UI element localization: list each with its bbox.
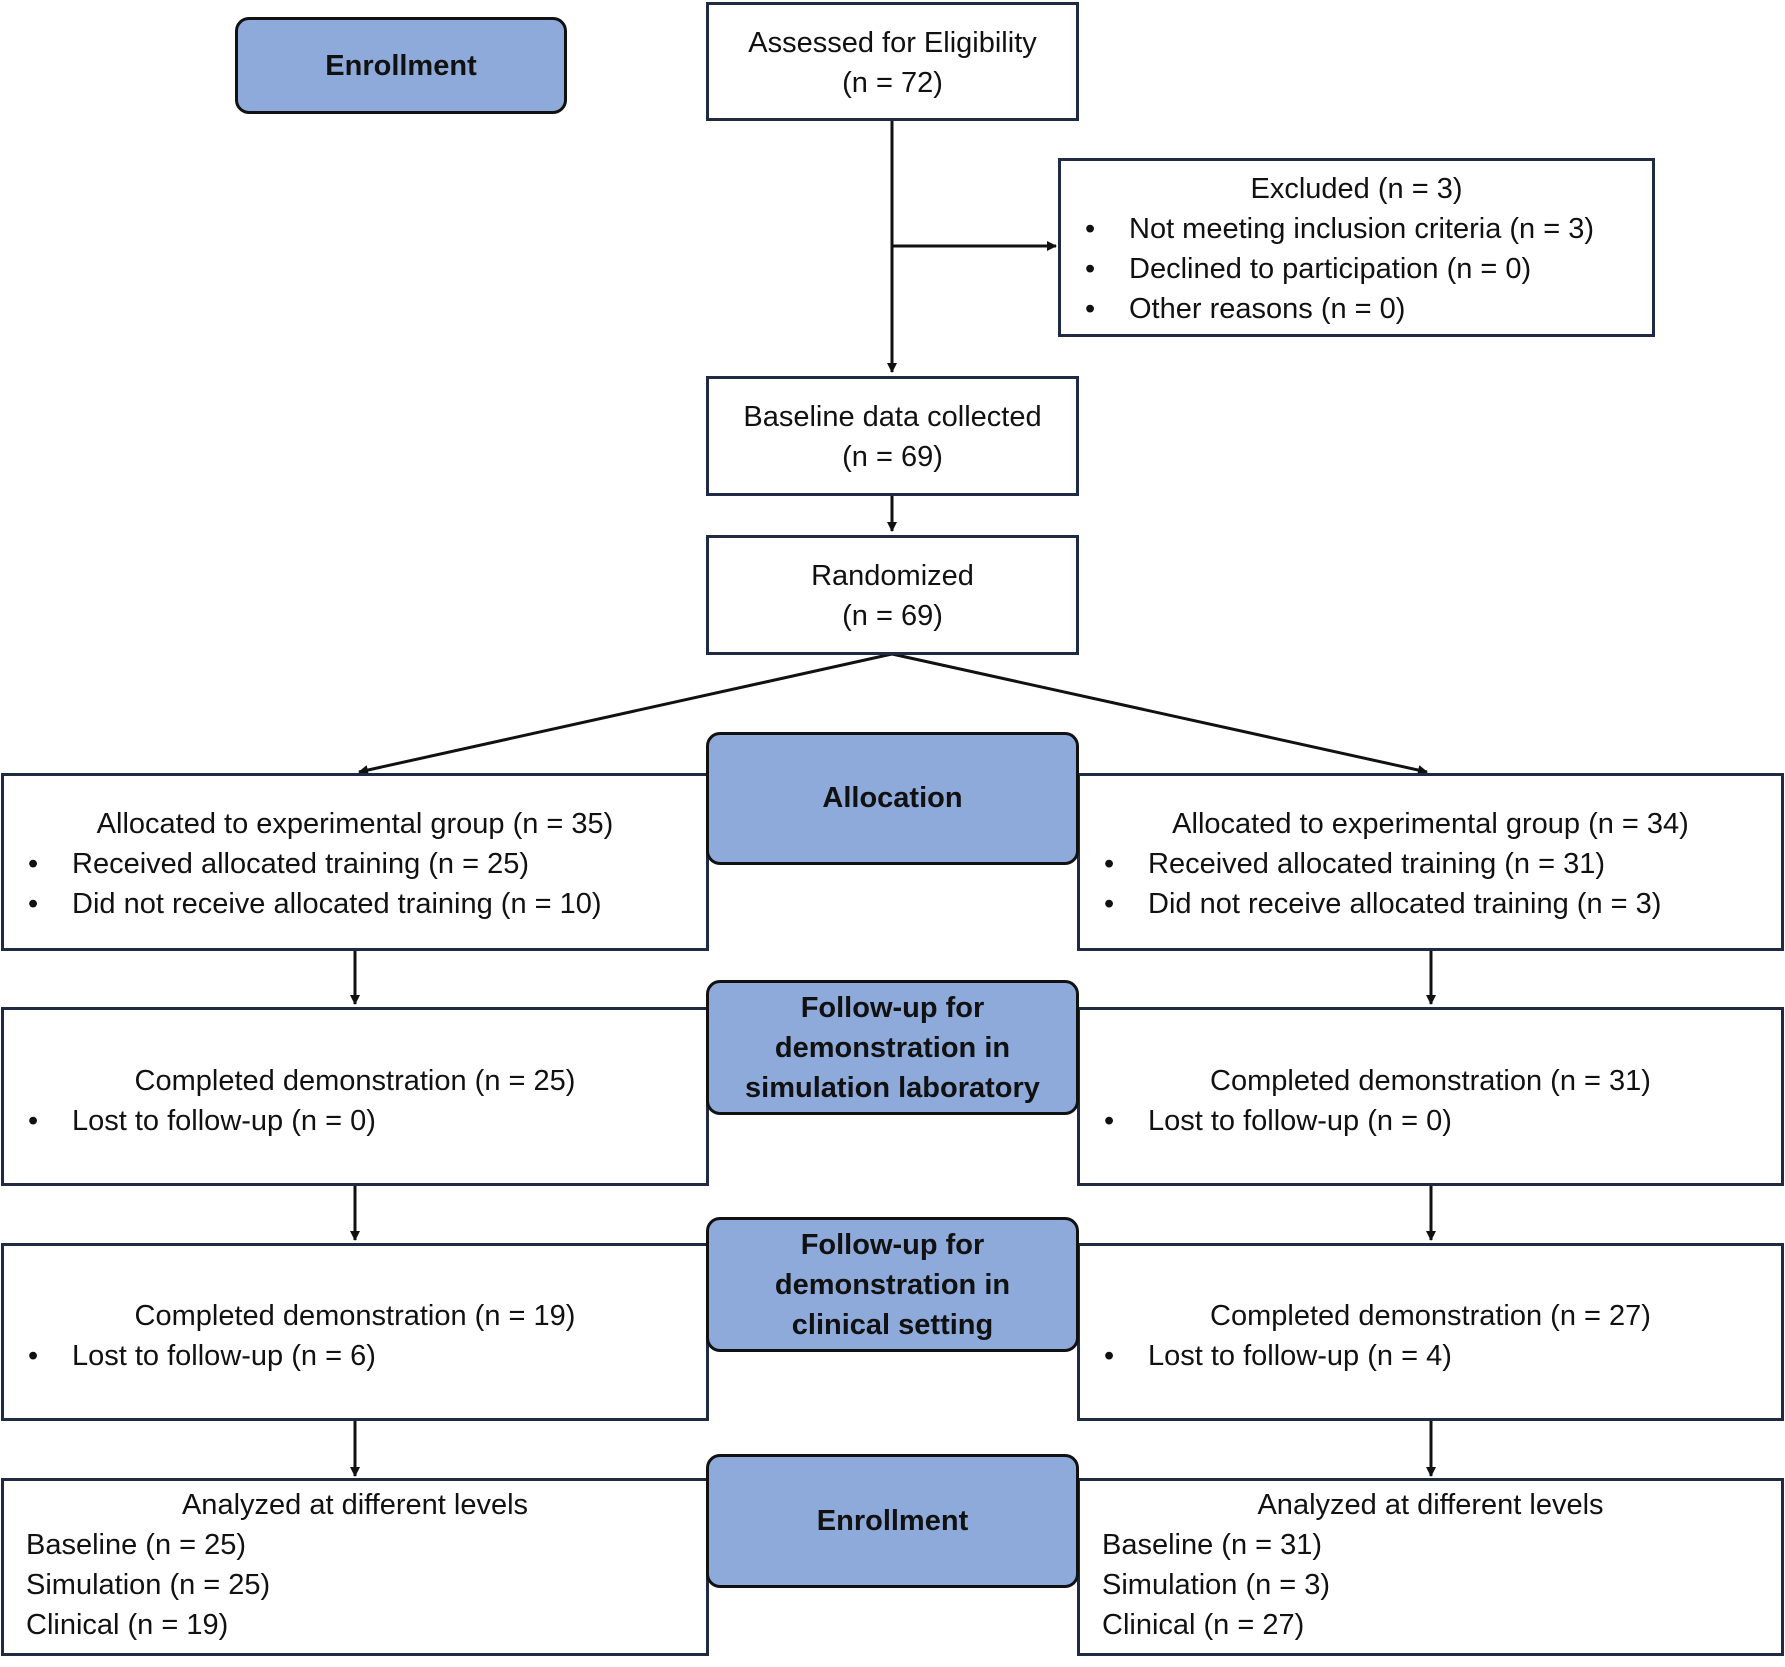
left-allocation-item: Received allocated training (n = 25) bbox=[4, 844, 706, 884]
left-followup-sim-list: Lost to follow-up (n = 0) bbox=[4, 1101, 706, 1141]
left-followup-sim-box: Completed demonstration (n = 25) Lost to… bbox=[1, 1007, 709, 1186]
stage-enrollment-top: Enrollment bbox=[235, 17, 567, 114]
left-allocation-item: Did not receive allocated training (n = … bbox=[4, 884, 706, 924]
left-allocation-title: Allocated to experimental group (n = 35) bbox=[96, 808, 614, 840]
left-analysis-title: Analyzed at different levels bbox=[181, 1489, 529, 1521]
left-followup-clinical-box: Completed demonstration (n = 19) Lost to… bbox=[1, 1243, 709, 1421]
right-analysis-line: Baseline (n = 31) bbox=[1102, 1529, 1323, 1561]
stage-enrollment-top-label: Enrollment bbox=[325, 49, 477, 82]
excluded-item: Other reasons (n = 0) bbox=[1061, 289, 1652, 329]
right-followup-sim-item: Lost to follow-up (n = 0) bbox=[1080, 1101, 1781, 1141]
left-followup-clinical-item: Lost to follow-up (n = 6) bbox=[4, 1336, 706, 1376]
left-analysis-line: Baseline (n = 25) bbox=[26, 1529, 247, 1561]
right-followup-clinical-list: Lost to follow-up (n = 4) bbox=[1080, 1336, 1781, 1376]
randomized-count: (n = 69) bbox=[842, 600, 943, 632]
randomized-box: Randomized (n = 69) bbox=[706, 535, 1079, 655]
stage-followup-simulation-line: Follow-up for bbox=[800, 991, 985, 1024]
right-analysis-line: Clinical (n = 27) bbox=[1102, 1609, 1305, 1641]
left-allocation-list: Received allocated training (n = 25) Did… bbox=[4, 844, 706, 924]
left-analysis-line: Simulation (n = 25) bbox=[26, 1569, 271, 1601]
assessed-box: Assessed for Eligibility (n = 72) bbox=[706, 2, 1079, 121]
left-analysis-box: Analyzed at different levels Baseline (n… bbox=[1, 1478, 709, 1656]
left-followup-clinical-title: Completed demonstration (n = 19) bbox=[134, 1300, 576, 1332]
left-analysis-line: Clinical (n = 19) bbox=[26, 1609, 229, 1641]
stage-followup-clinical-line: clinical setting bbox=[791, 1308, 994, 1341]
stage-followup-clinical: Follow-up for demonstration in clinical … bbox=[706, 1217, 1079, 1352]
excluded-item: Not meeting inclusion criteria (n = 3) bbox=[1061, 209, 1652, 249]
right-allocation-list: Received allocated training (n = 31) Did… bbox=[1080, 844, 1781, 924]
assessed-title: Assessed for Eligibility bbox=[748, 27, 1037, 59]
right-followup-clinical-title: Completed demonstration (n = 27) bbox=[1210, 1300, 1651, 1332]
stage-followup-clinical-line: demonstration in bbox=[774, 1268, 1011, 1301]
right-followup-sim-list: Lost to follow-up (n = 0) bbox=[1080, 1101, 1781, 1141]
assessed-count: (n = 72) bbox=[842, 67, 943, 99]
right-allocation-item: Received allocated training (n = 31) bbox=[1080, 844, 1781, 884]
right-followup-sim-title: Completed demonstration (n = 31) bbox=[1210, 1065, 1651, 1097]
excluded-title: Excluded (n = 3) bbox=[1250, 173, 1463, 205]
left-followup-clinical-list: Lost to follow-up (n = 6) bbox=[4, 1336, 706, 1376]
baseline-count: (n = 69) bbox=[842, 441, 943, 473]
left-followup-sim-title: Completed demonstration (n = 25) bbox=[134, 1065, 576, 1097]
arrow-randomized-to-left bbox=[358, 652, 893, 775]
left-followup-sim-item: Lost to follow-up (n = 0) bbox=[4, 1101, 706, 1141]
excluded-item: Declined to participation (n = 0) bbox=[1061, 249, 1652, 289]
baseline-title: Baseline data collected bbox=[743, 401, 1042, 433]
right-analysis-title: Analyzed at different levels bbox=[1257, 1489, 1604, 1521]
stage-followup-clinical-line: Follow-up for bbox=[800, 1228, 985, 1261]
stage-allocation: Allocation bbox=[706, 732, 1079, 865]
stage-allocation-label: Allocation bbox=[822, 782, 963, 814]
stage-followup-simulation: Follow-up for demonstration in simulatio… bbox=[706, 980, 1079, 1115]
right-allocation-box: Allocated to experimental group (n = 34)… bbox=[1077, 773, 1784, 951]
left-allocation-box: Allocated to experimental group (n = 35)… bbox=[1, 773, 709, 951]
right-followup-clinical-box: Completed demonstration (n = 27) Lost to… bbox=[1077, 1243, 1784, 1421]
stage-followup-simulation-line: demonstration in bbox=[774, 1031, 1011, 1064]
stage-followup-simulation-line: simulation laboratory bbox=[745, 1071, 1040, 1104]
stage-enrollment-bottom: Enrollment bbox=[706, 1454, 1079, 1588]
arrow-randomized-to-right bbox=[891, 652, 1428, 775]
randomized-title: Randomized bbox=[811, 560, 974, 592]
right-analysis-line: Simulation (n = 3) bbox=[1102, 1569, 1331, 1601]
excluded-list: Not meeting inclusion criteria (n = 3) D… bbox=[1061, 209, 1652, 329]
right-allocation-item: Did not receive allocated training (n = … bbox=[1080, 884, 1781, 924]
baseline-box: Baseline data collected (n = 69) bbox=[706, 376, 1079, 496]
stage-enrollment-bottom-label: Enrollment bbox=[816, 1505, 969, 1537]
right-analysis-box: Analyzed at different levels Baseline (n… bbox=[1077, 1478, 1784, 1656]
right-followup-clinical-item: Lost to follow-up (n = 4) bbox=[1080, 1336, 1781, 1376]
right-followup-sim-box: Completed demonstration (n = 31) Lost to… bbox=[1077, 1007, 1784, 1186]
excluded-box: Excluded (n = 3) Not meeting inclusion c… bbox=[1058, 158, 1655, 337]
right-allocation-title: Allocated to experimental group (n = 34) bbox=[1172, 808, 1689, 840]
